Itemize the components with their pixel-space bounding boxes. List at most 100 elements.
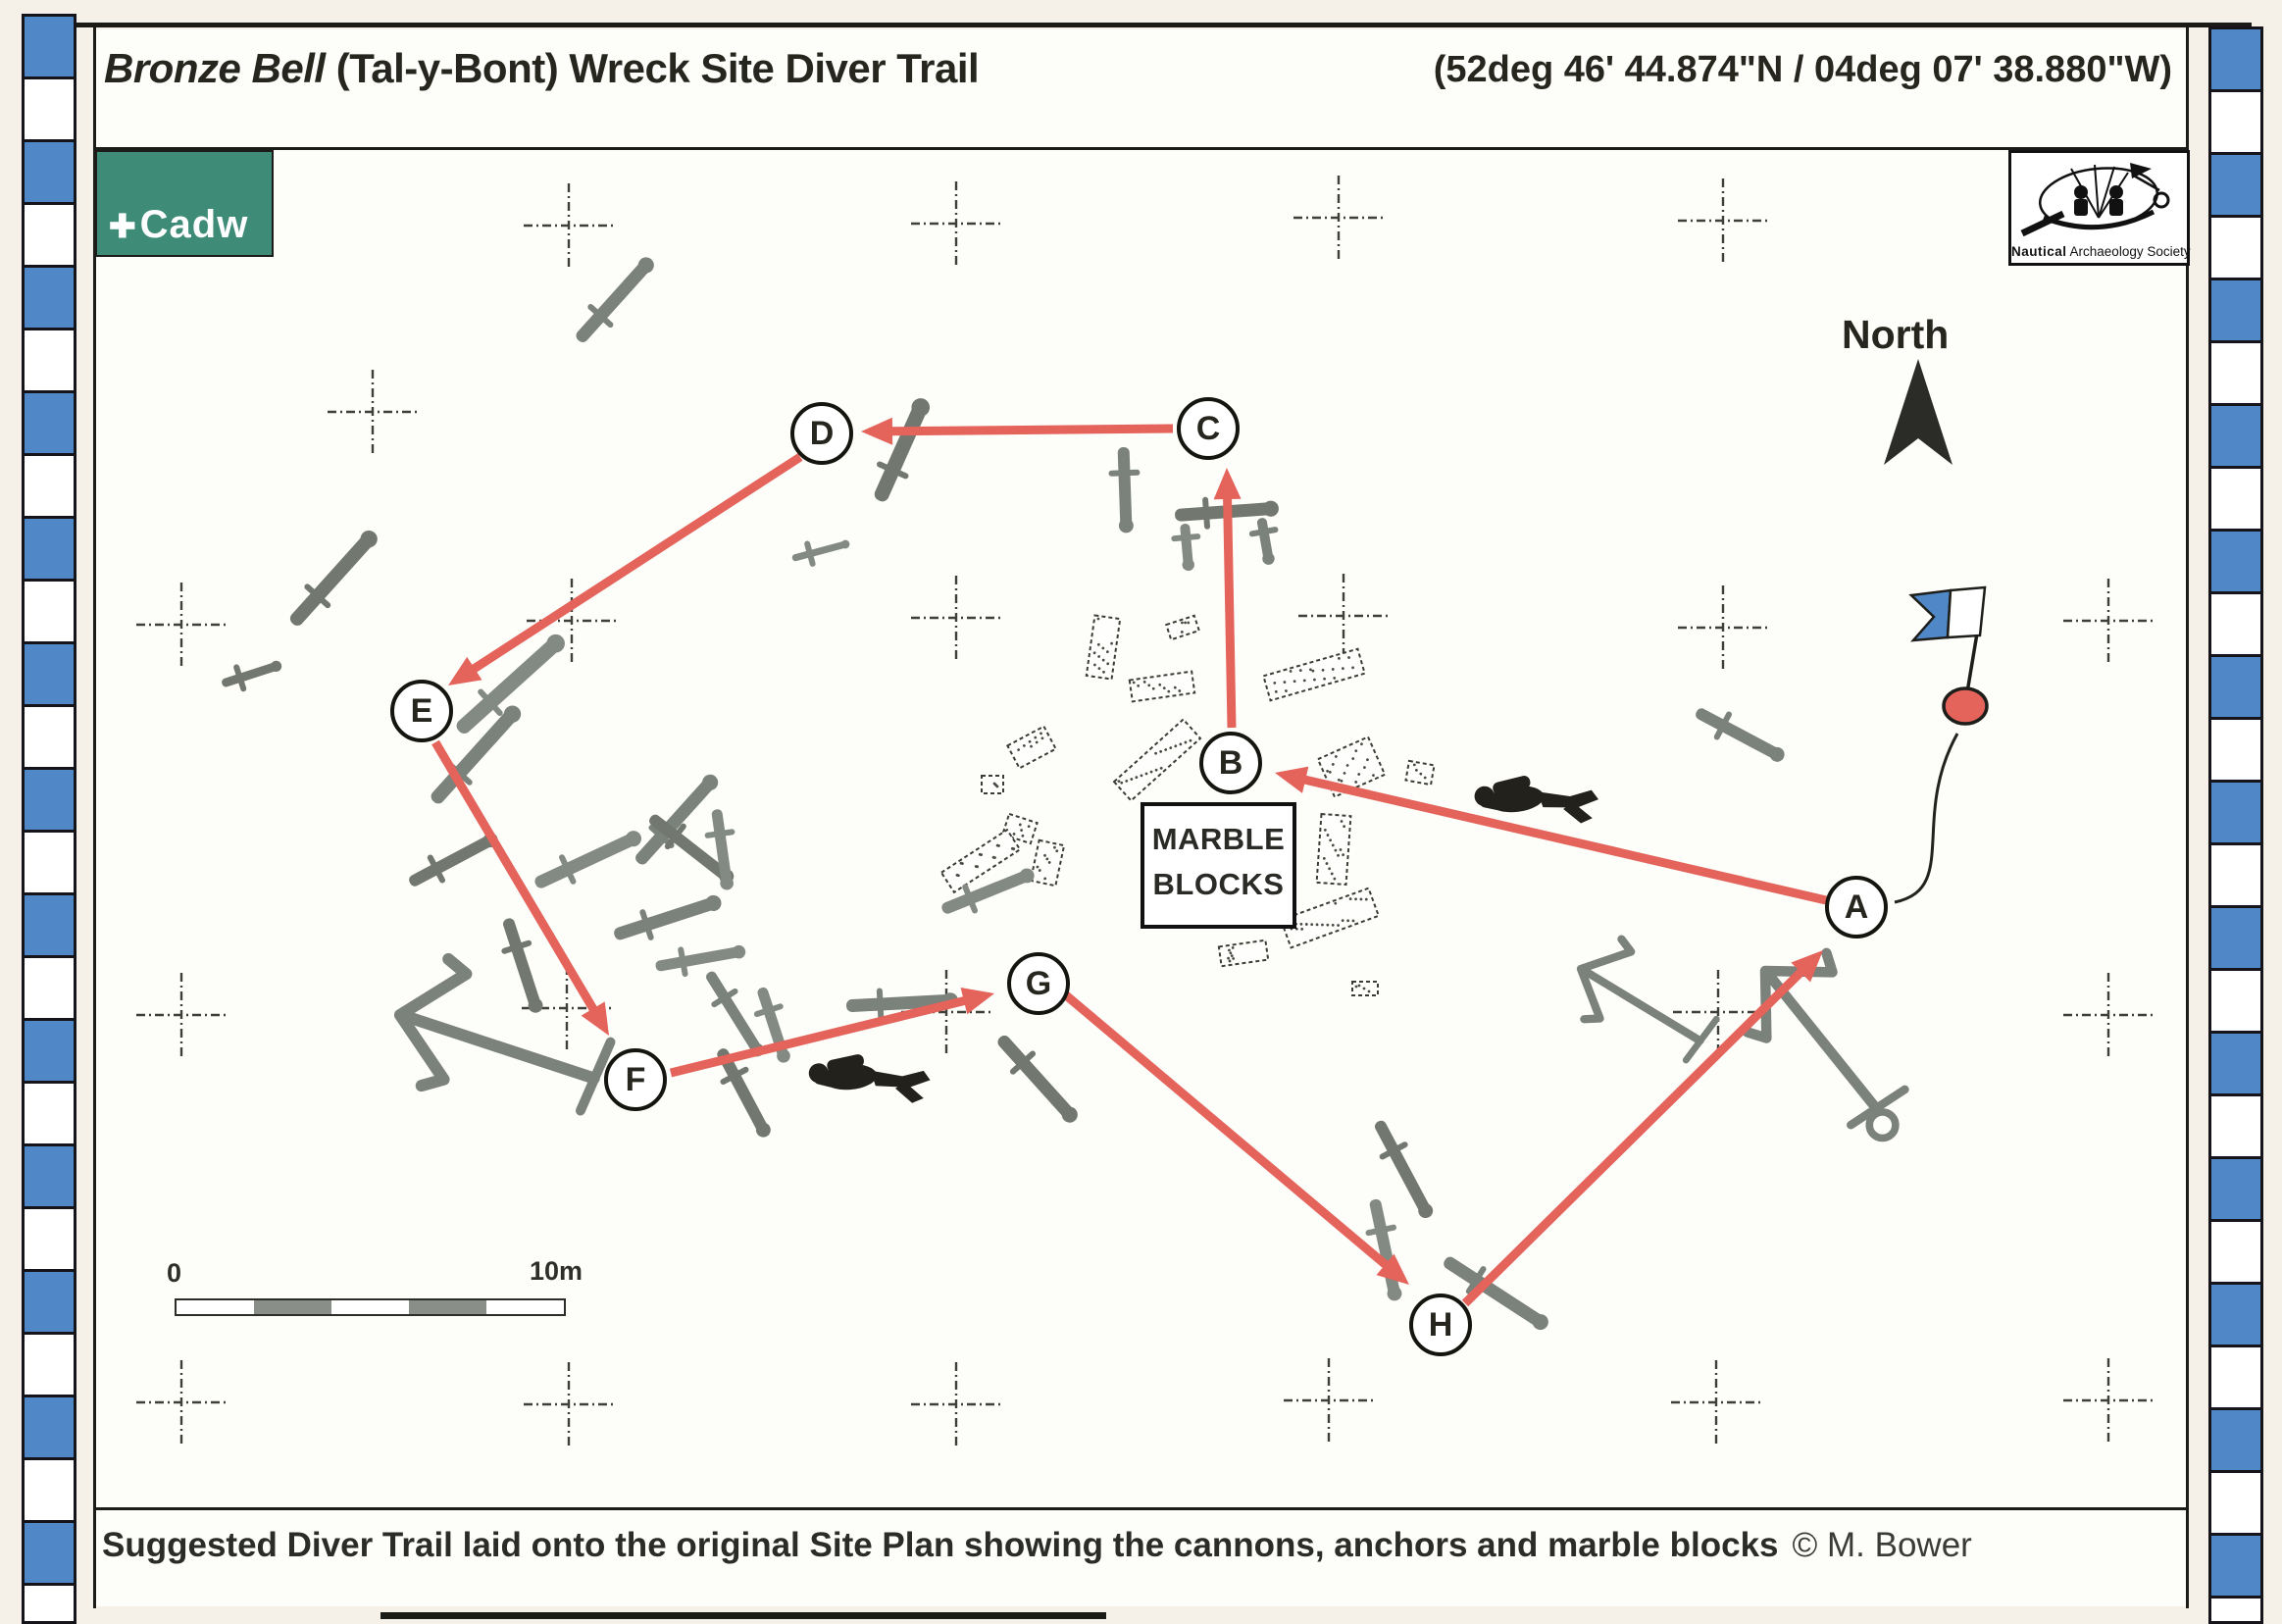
diver-icon — [1474, 776, 1599, 824]
dive-flag-icon — [1908, 588, 1952, 642]
survey-cross — [527, 579, 617, 663]
cannon — [289, 530, 378, 626]
marble-block — [1112, 718, 1202, 802]
survey-cross — [2063, 1358, 2154, 1443]
cannon — [534, 831, 642, 888]
marble-block — [981, 775, 1004, 794]
survey-cross — [136, 583, 227, 667]
trail-point-c: C — [1177, 397, 1240, 460]
survey-cross — [136, 973, 227, 1057]
marble-block — [1279, 887, 1381, 949]
cannon — [717, 1048, 771, 1138]
cannon — [576, 257, 654, 342]
marble-block — [1128, 670, 1196, 703]
frame-top-rule — [93, 147, 2189, 150]
caption: Suggested Diver Trail laid onto the orig… — [102, 1526, 1972, 1564]
north-arrow-icon — [1884, 359, 1952, 465]
survey-cross — [901, 970, 991, 1054]
trail-arrow — [861, 417, 1174, 445]
trail-arrows — [431, 417, 1828, 1307]
cannon — [1696, 708, 1785, 762]
title-ship-name: Bronze Bell — [104, 45, 326, 91]
checker-border-right — [2208, 26, 2263, 1624]
cannon — [1444, 1256, 1548, 1331]
anchor — [1576, 935, 1720, 1064]
cannon — [222, 660, 282, 692]
cannon — [655, 944, 746, 978]
survey-cross — [2063, 579, 2154, 663]
scale-end-label: 10m — [530, 1256, 583, 1286]
page-title: Bronze Bell (Tal-y-Bont) Wreck Site Dive… — [104, 45, 980, 92]
trail-arrow — [448, 453, 803, 685]
marble-block — [1217, 939, 1270, 968]
trail-arrow — [431, 739, 609, 1036]
trail-point-g: G — [1007, 952, 1070, 1015]
cannon — [614, 894, 722, 940]
marble-block — [1165, 614, 1200, 641]
survey-grid — [136, 176, 2154, 1446]
frame-left-line — [93, 26, 96, 1608]
anchors — [393, 935, 1909, 1142]
title-rest: (Tal-y-Bont) Wreck Site Diver Trail — [325, 45, 980, 91]
cannon — [704, 809, 735, 890]
survey-cross — [1284, 1358, 1374, 1443]
scan-edge-top — [27, 23, 2252, 27]
scan-edge-bottom — [380, 1612, 1106, 1619]
checker-border-left — [22, 14, 76, 1624]
trail-arrow — [1213, 468, 1242, 729]
trail-arrow — [1275, 766, 1828, 905]
marble-blocks-label: MARBLE BLOCKS — [1141, 802, 1296, 929]
cannon — [997, 1035, 1078, 1123]
buoy-group — [1894, 585, 1989, 904]
survey-cross — [1673, 970, 1763, 1054]
marble-blocks — [939, 614, 1436, 996]
nas-name-bold: Nautical — [2011, 244, 2067, 259]
survey-cross — [524, 183, 614, 268]
caption-credit: © M. Bower — [1792, 1526, 1972, 1564]
scale-start-label: 0 — [167, 1258, 182, 1288]
cannon — [1374, 1120, 1434, 1219]
survey-cross — [911, 1362, 1001, 1446]
site-coordinates: (52deg 46' 44.874"N / 04deg 07' 38.880"W… — [1433, 49, 2172, 90]
survey-cross — [911, 181, 1001, 266]
north-label: North — [1842, 312, 1950, 357]
dive-flag-icon — [1946, 585, 1987, 639]
marble-block — [1315, 812, 1352, 887]
cadw-cross-icon: ✚ — [109, 208, 137, 244]
marble-block — [1029, 838, 1066, 888]
frame-bottom-rule — [93, 1507, 2189, 1510]
cannon — [941, 868, 1035, 914]
survey-cross — [911, 576, 1001, 660]
cannon — [753, 987, 790, 1063]
marble-block — [1404, 759, 1436, 787]
cadw-logo: ✚Cadw — [95, 150, 274, 257]
trail-point-b: B — [1199, 732, 1262, 794]
trail-point-a: A — [1825, 876, 1888, 939]
survey-cross — [328, 370, 418, 454]
survey-cross — [1293, 176, 1384, 260]
marble-block — [1351, 981, 1379, 996]
survey-cross — [1298, 574, 1389, 658]
survey-cross — [1678, 178, 1768, 263]
cannon — [501, 918, 543, 1013]
cannon — [456, 634, 565, 734]
survey-cross — [524, 1362, 614, 1446]
anchor — [1742, 947, 1909, 1142]
anchor — [393, 952, 616, 1116]
frame-right-line — [2186, 26, 2189, 1608]
cannon — [635, 774, 719, 865]
nas-name-rest: Archaeology Society — [2066, 244, 2191, 259]
divers — [808, 776, 1599, 1103]
trail-arrow — [1461, 950, 1823, 1307]
trail-point-d: D — [790, 402, 853, 465]
buoy-icon — [1942, 686, 1989, 726]
trail-arrow — [669, 988, 994, 1078]
survey-cross — [1671, 1360, 1761, 1445]
cannon — [874, 398, 931, 502]
trail-point-e: E — [390, 680, 453, 742]
marble-block — [1006, 725, 1057, 770]
cannon — [1108, 447, 1141, 533]
nas-boat-illustration — [2020, 163, 2170, 237]
